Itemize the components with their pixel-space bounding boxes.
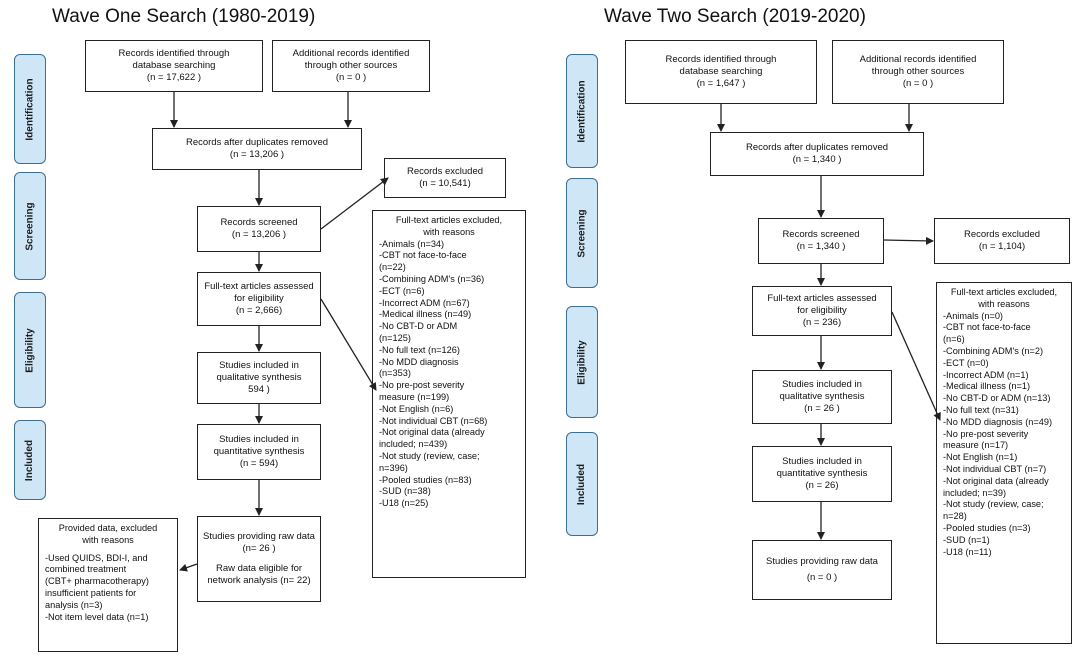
exclusion-reason: -Incorrect ADM (n=67) — [379, 297, 470, 308]
exclusion-reason: analysis (n=3) — [45, 599, 103, 610]
exclusion-reason: -SUD (n=1) — [943, 534, 990, 545]
wave-one-stage-screening: Screening — [14, 172, 46, 280]
exclusion-reason: -Not English (n=1) — [943, 452, 1018, 463]
exclusion-reason: -No CBT-D or ADM (n=13) — [943, 393, 1051, 404]
arrow-w2-screened-to-excluded — [883, 236, 934, 245]
exclusion-reason: (n=353) — [379, 368, 411, 379]
exclusion-reason: -No pre-post severity — [943, 428, 1029, 439]
wave-one-stage-included: Included — [14, 420, 46, 500]
wave-one-stage-eligibility: Eligibility — [14, 292, 46, 408]
exclusion-reason: insufficient patients for — [45, 587, 137, 598]
exclusion-reason: -Not study (review, case; — [943, 499, 1044, 510]
wave-one-provided-excluded: Provided data, excluded with reasons -Us… — [38, 518, 178, 652]
exclusion-reason: -No full text (n=31) — [943, 404, 1019, 415]
exclusion-reason: (n=22) — [379, 262, 406, 273]
exclusion-reason: -Not individual CBT (n=7) — [943, 463, 1047, 474]
exclusion-reason: (n=125) — [379, 332, 411, 343]
exclusion-reason: included; n=39) — [943, 487, 1007, 498]
exclusion-reason: -Used QUIDS, BDI-I, and — [45, 552, 148, 563]
wave-one-excluded-items: -Animals (n=34)-CBT not face-to-face(n=2… — [379, 239, 519, 510]
exclusion-reason: included; n=439) — [379, 439, 448, 450]
exclusion-reason: -U18 (n=11) — [943, 546, 992, 557]
exclusion-reason: -Incorrect ADM (n=1) — [943, 369, 1029, 380]
wave-two-raw-data: Studies providing raw data(n = 0 ) — [752, 540, 892, 600]
exclusion-reason: -Not original data (already — [943, 475, 1049, 486]
exclusion-reason: -SUD (n=38) — [379, 486, 431, 497]
wave-two-after-duplicates: Records after duplicates removed(n = 1,3… — [710, 132, 924, 176]
wave-two-stage-screening: Screening — [566, 178, 598, 288]
exclusion-reason: n=396) — [379, 462, 408, 473]
exclusion-reason: -CBT not face-to-face — [943, 322, 1031, 333]
exclusion-reason: -Not English (n=6) — [379, 403, 454, 414]
arrow-w2-fulltext-to-excluded — [891, 311, 941, 421]
exclusion-reason: -No full text (n=126) — [379, 344, 460, 355]
exclusion-reason: -Not item level data (n=1) — [45, 611, 149, 622]
wave-two-stage-identification: Identification — [566, 54, 598, 168]
wave-one-stage-identification: Identification — [14, 54, 46, 164]
wave-one-records-screened: Records screened(n = 13,206 ) — [197, 206, 321, 252]
exclusion-reason: measure (n=199) — [379, 391, 450, 402]
exclusion-reason: -Not study (review, case; — [379, 450, 480, 461]
arrow-w1-raw-to-provided — [179, 563, 198, 572]
wave-one-fulltext-excluded: Full-text articles excluded, with reason… — [372, 210, 526, 578]
exclusion-reason: -Pooled studies (n=83) — [379, 474, 472, 485]
exclusion-reason: -No MDD diagnosis (n=49) — [943, 416, 1053, 427]
exclusion-reason: -Medical illness (n=49) — [379, 309, 472, 320]
exclusion-reason: -No pre-post severity — [379, 380, 465, 391]
wave-two-records-excluded: Records excluded(n = 1,104) — [934, 218, 1070, 264]
exclusion-reason: -Not individual CBT (n=68) — [379, 415, 488, 426]
exclusion-reason: n=28) — [943, 511, 967, 522]
exclusion-reason: -Medical illness (n=1) — [943, 381, 1031, 392]
exclusion-reason: combined treatment — [45, 564, 127, 575]
exclusion-reason: -Pooled studies (n=3) — [943, 522, 1031, 533]
arrow-w1-fulltext-to-excluded — [320, 298, 377, 391]
wave-two-records-screened: Records screened(n = 1,340 ) — [758, 218, 884, 264]
exclusion-reason: (CBT+ pharmacotherapy) — [45, 576, 149, 587]
exclusion-reason: -Combining ADM's (n=36) — [379, 273, 485, 284]
wave-two-excluded-items: -Animals (n=0)-CBT not face-to-face(n=6)… — [943, 311, 1065, 559]
exclusion-reason: -Not original data (already — [379, 427, 485, 438]
exclusion-reason: -Combining ADM's (n=2) — [943, 345, 1044, 356]
wave-two-fulltext-excluded: Full-text articles excluded, with reason… — [936, 282, 1072, 644]
exclusion-reason: -Animals (n=34) — [379, 238, 445, 249]
wave-two-stage-eligibility: Eligibility — [566, 306, 598, 418]
wave-one-raw-data: Studies providing raw data(n= 26 )Raw da… — [197, 516, 321, 602]
exclusion-reason: measure (n=17) — [943, 440, 1009, 451]
wave-one-after-duplicates: Records after duplicates removed(n = 13,… — [152, 128, 362, 170]
arrow-w1-screened-to-excluded — [320, 177, 389, 230]
exclusion-reason: -ECT (n=6) — [379, 285, 425, 296]
wave-two-title: Wave Two Search (2019-2020) — [604, 6, 866, 27]
exclusion-reason: -ECT (n=0) — [943, 357, 989, 368]
wave-one-title: Wave One Search (1980-2019) — [52, 6, 316, 27]
exclusion-reason: -CBT not face-to-face — [379, 250, 467, 261]
exclusion-reason: -U18 (n=25) — [379, 498, 429, 509]
wave-two-stage-included: Included — [566, 432, 598, 536]
exclusion-reason: (n=6) — [943, 334, 965, 345]
exclusion-reason: -No CBT-D or ADM — [379, 321, 458, 332]
exclusion-reason: -Animals (n=0) — [943, 310, 1003, 321]
exclusion-reason: -No MDD diagnosis — [379, 356, 459, 367]
